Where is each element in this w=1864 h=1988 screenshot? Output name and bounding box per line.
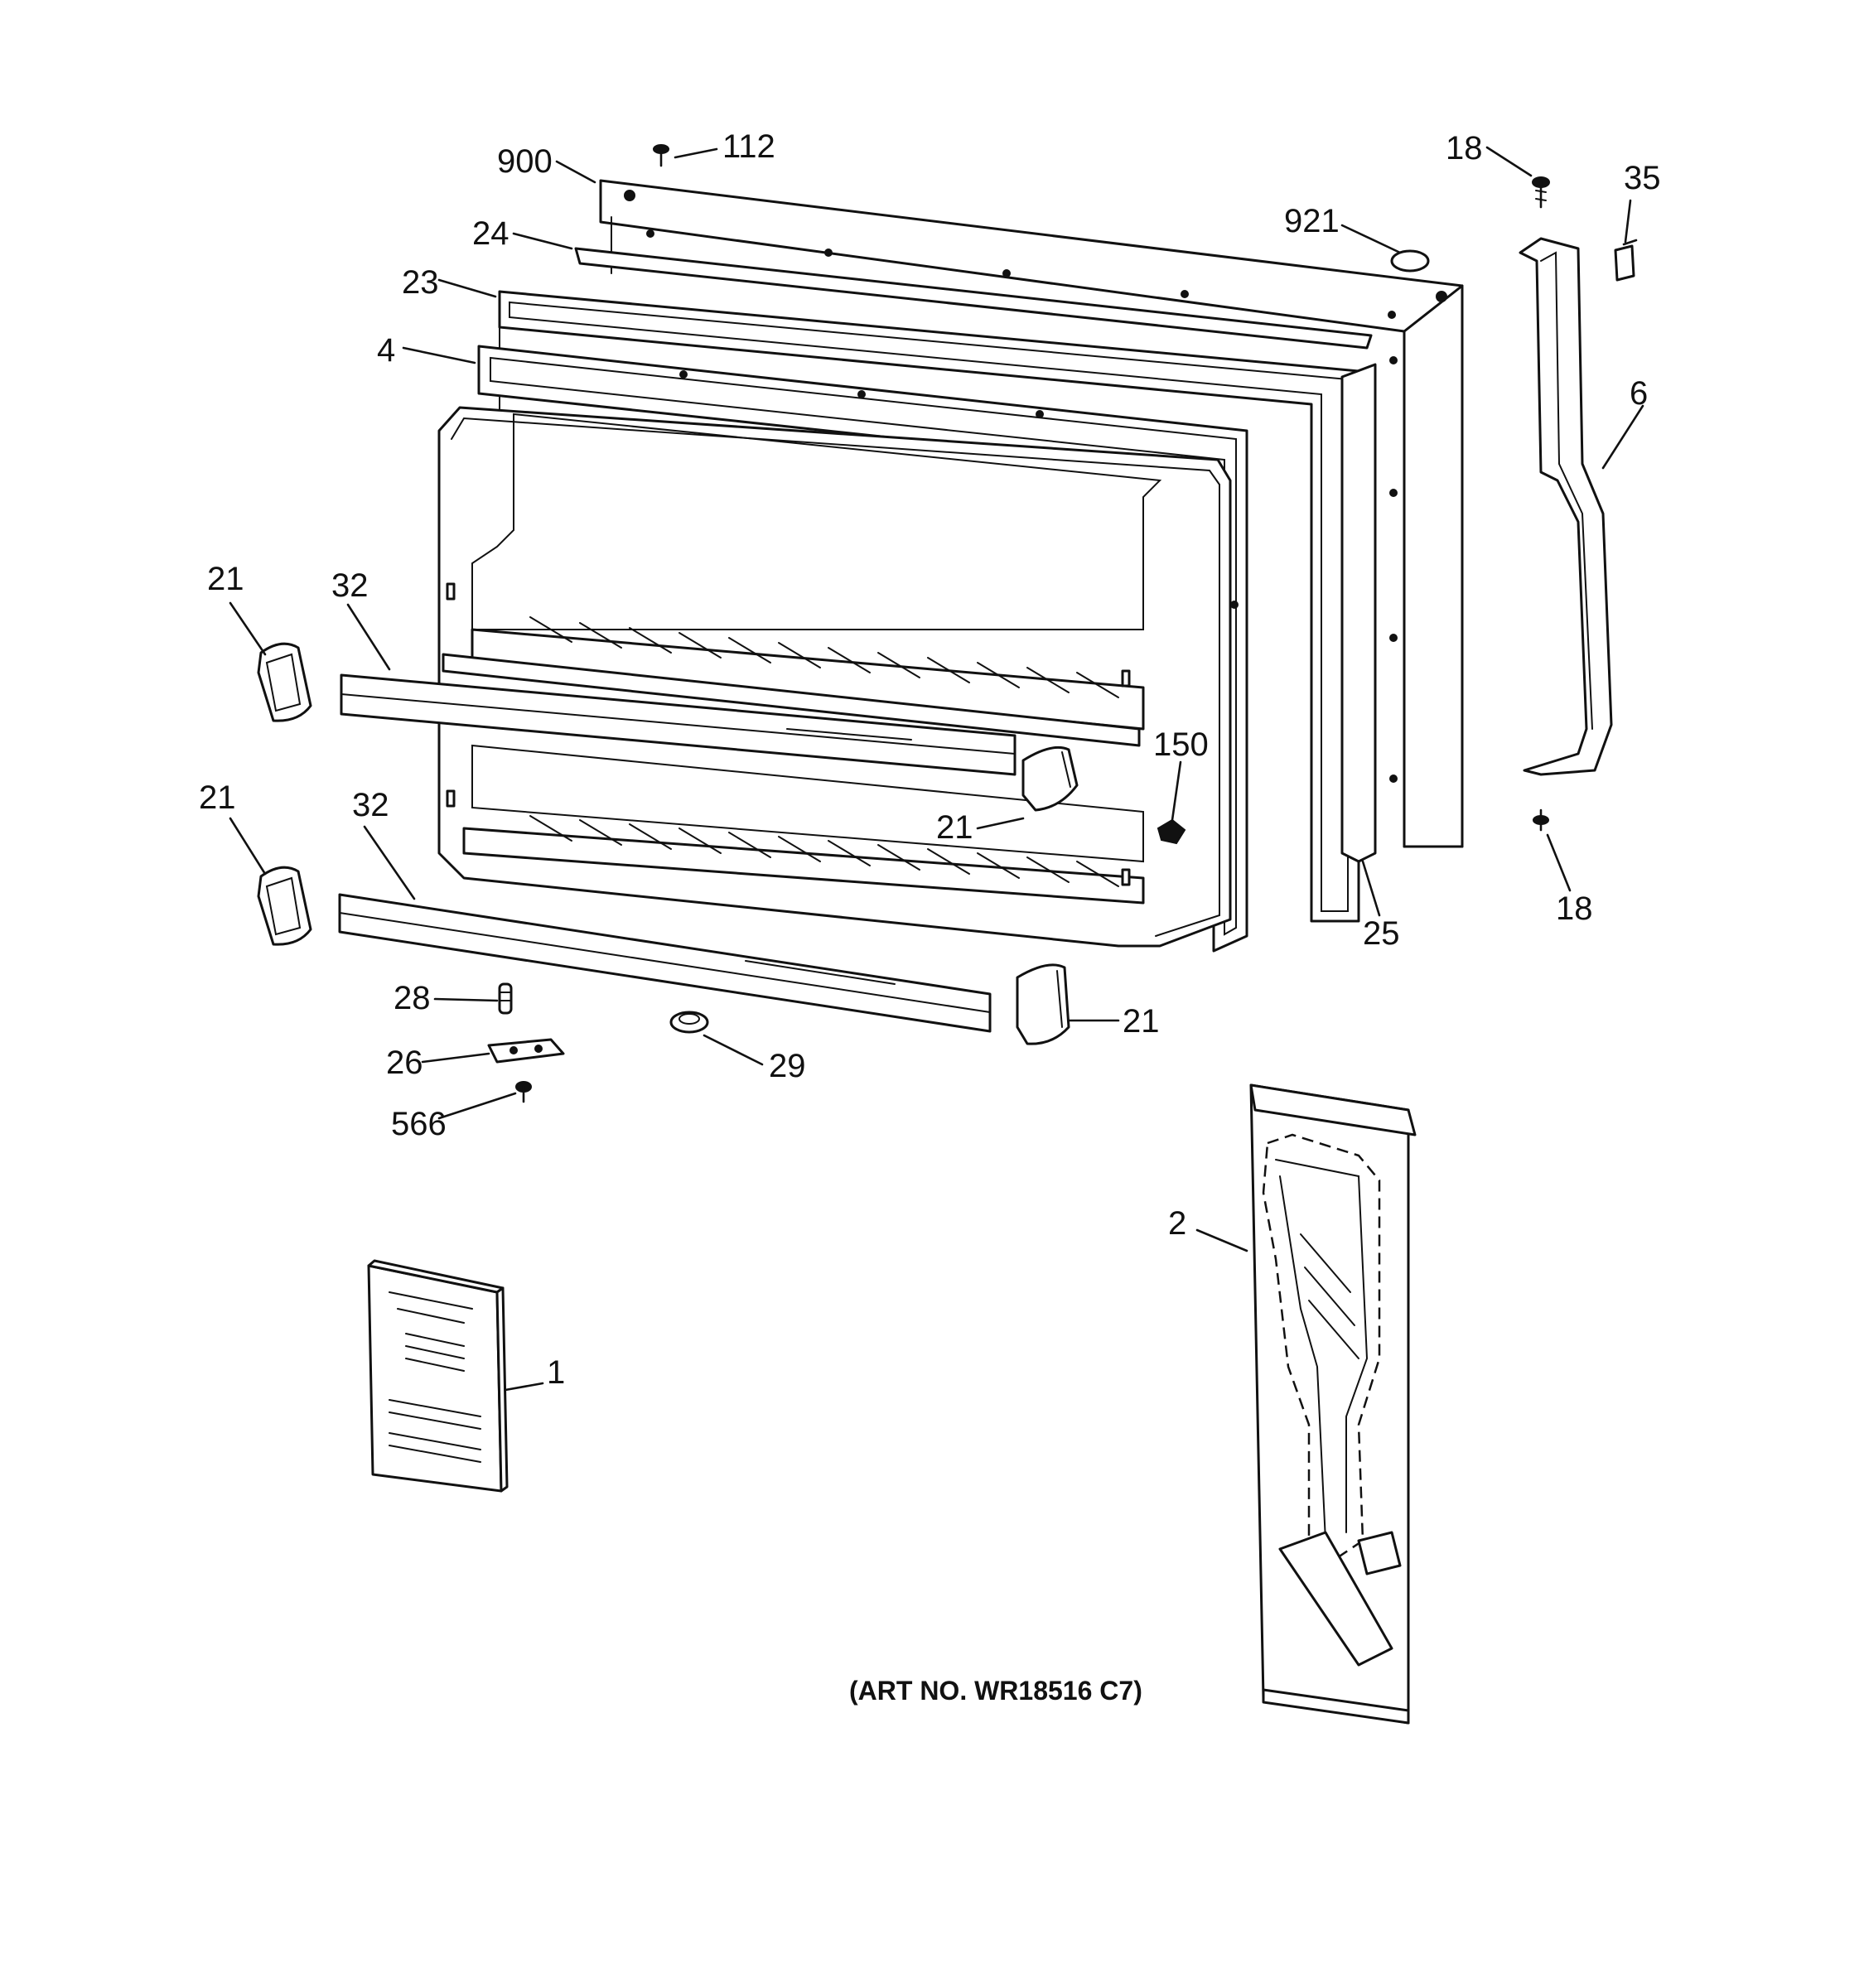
callout-32-lower: 32 (352, 787, 389, 823)
shelf-bar-upper (340, 673, 1017, 776)
cap-35-icon (1614, 244, 1635, 282)
outer-door-panel (599, 179, 1464, 848)
door-handle (1519, 237, 1613, 776)
callout-2: 2 (1168, 1205, 1186, 1242)
callout-28: 28 (394, 980, 431, 1016)
door-liner-frame (477, 345, 1248, 953)
callout-900: 900 (497, 143, 553, 180)
callout-150: 150 (1153, 726, 1209, 763)
callout-1: 1 (547, 1354, 565, 1391)
callout-21-bottom: 21 (1123, 1003, 1160, 1040)
callout-21-upper-left: 21 (207, 561, 244, 597)
lower-shelf-ribs (529, 815, 1119, 887)
callout-18-top: 18 (1446, 130, 1483, 166)
callout-24: 24 (472, 215, 509, 252)
callout-25: 25 (1363, 915, 1400, 952)
callout-4: 4 (377, 332, 395, 369)
leader-lines (229, 146, 1644, 1392)
callout-32-upper: 32 (331, 567, 369, 604)
shelf-bar-lower (338, 893, 992, 1033)
callout-35: 35 (1624, 160, 1661, 196)
callout-6: 6 (1630, 375, 1648, 412)
screw-566-icon (515, 1081, 532, 1103)
screw-112-icon (653, 144, 669, 167)
screw-18-top-icon (1532, 176, 1550, 209)
callout-18-bottom: 18 (1556, 890, 1593, 927)
callout-29: 29 (769, 1048, 806, 1084)
callout-23: 23 (402, 264, 439, 301)
pin-28-icon (498, 982, 513, 1015)
callout-921: 921 (1284, 203, 1340, 239)
art-number: (ART NO. WR18516 C7) (849, 1676, 1142, 1706)
bumper-29-icon (669, 1011, 709, 1034)
bar-end-cap-bottom-right (1016, 963, 1070, 1045)
screw-150-icon (1157, 818, 1186, 845)
callout-26: 26 (386, 1045, 423, 1081)
owners-manual (367, 1259, 509, 1493)
inner-door-liner (437, 406, 1232, 948)
callout-112: 112 (722, 128, 775, 165)
upper-shelf-ribs (529, 616, 1119, 698)
callout-566: 566 (391, 1106, 447, 1142)
bar-end-cap-upper-left (257, 642, 312, 722)
door-breaker-strip-top (574, 247, 1373, 350)
screw-18-bottom-icon (1533, 808, 1549, 832)
callout-labels: 900 112 24 23 4 921 18 35 6 21 32 21 32 … (199, 128, 1661, 1391)
bar-end-cap-mid-right (1021, 746, 1079, 812)
callout-21-lower-left: 21 (199, 779, 236, 816)
bar-end-cap-lower-left (257, 866, 312, 946)
callout-21-mid: 21 (936, 809, 973, 846)
packaged-kit (1249, 1083, 1417, 1725)
bracket-26-icon (487, 1038, 565, 1064)
door-breaker-strip-side (1340, 363, 1377, 863)
plug-921-icon (1390, 249, 1430, 273)
